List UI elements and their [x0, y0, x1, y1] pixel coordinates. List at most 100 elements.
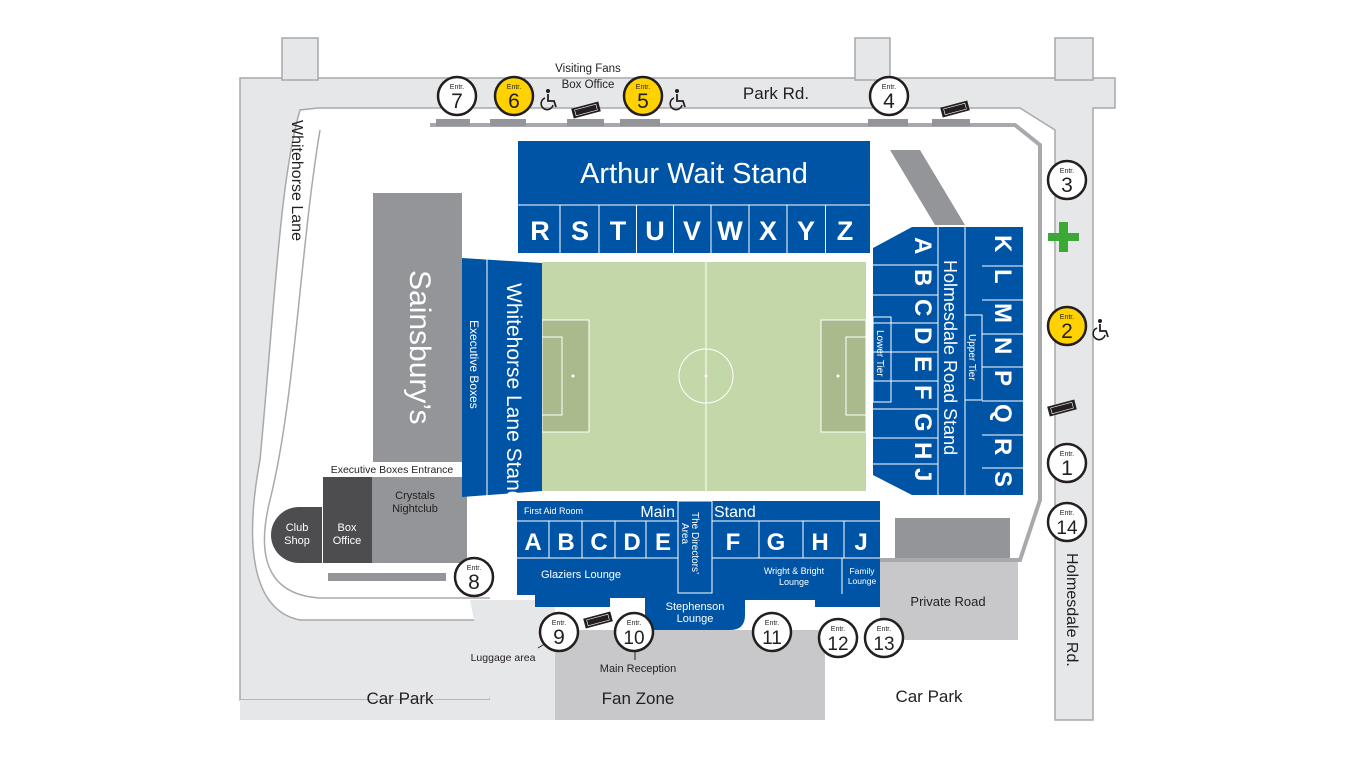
block-label[interactable]: L — [989, 269, 1016, 284]
entrance-badge[interactable] — [436, 75, 478, 117]
block-label[interactable]: M — [989, 303, 1016, 323]
entrance-8[interactable]: Entr.8 — [453, 556, 495, 598]
block-label[interactable]: X — [759, 216, 777, 246]
block-label[interactable]: U — [645, 216, 665, 246]
entrance-badge[interactable] — [868, 75, 910, 117]
sainsburys-building — [373, 193, 462, 462]
glaziers-lounge-label: Glaziers Lounge — [541, 569, 621, 581]
entrance-badge[interactable] — [1046, 501, 1088, 543]
block-label[interactable]: Z — [837, 216, 854, 246]
wheelchair-icon — [1092, 318, 1109, 341]
block-label[interactable]: Q — [989, 404, 1016, 423]
block-label[interactable]: C — [909, 299, 936, 316]
club-shop-building[interactable] — [271, 507, 322, 563]
box-office-label: Box — [338, 522, 357, 534]
road-network — [239, 77, 1116, 721]
luggage-area-label: Luggage area — [471, 652, 536, 664]
entrance-10[interactable]: Entr.10 — [613, 611, 655, 653]
entrance-number: 11 — [762, 628, 782, 649]
block-label[interactable]: H — [811, 529, 828, 556]
entrance-11[interactable]: Entr.11 — [751, 611, 793, 653]
entrance-label: Entr. — [831, 626, 845, 633]
entrance-badge[interactable] — [863, 617, 905, 659]
pitch — [541, 262, 867, 491]
block-label[interactable]: T — [610, 216, 627, 246]
entrance-5[interactable]: Entr.5 — [622, 75, 664, 117]
block-label[interactable]: N — [989, 337, 1016, 354]
entrance-badge[interactable] — [613, 611, 655, 653]
nightclub-label: Nightclub — [392, 503, 438, 515]
block-label[interactable]: S — [989, 471, 1016, 487]
block-label[interactable]: E — [655, 529, 671, 556]
block-label[interactable]: B — [557, 529, 574, 556]
block-label[interactable]: G — [767, 529, 786, 556]
entrance-badge[interactable] — [1046, 442, 1088, 484]
holmesdale-road-stand[interactable]: Lower Tier Upper Tier Holmesdale Road St… — [872, 227, 1023, 495]
entrance-badge[interactable] — [817, 617, 859, 659]
directors-area-label: The Directors’ — [689, 512, 700, 574]
entrance-label: Entr. — [1060, 510, 1074, 517]
entrance-badge[interactable] — [453, 556, 495, 598]
entrance-4[interactable]: Entr.4 — [868, 75, 910, 117]
block-label[interactable]: Y — [797, 216, 815, 246]
entrance-14[interactable]: Entr.14 — [1046, 501, 1088, 543]
block-label[interactable]: B — [909, 269, 936, 286]
entrance-number: 12 — [827, 634, 848, 655]
entrance-badge[interactable] — [622, 75, 664, 117]
entrance-1[interactable]: Entr.1 — [1046, 442, 1088, 484]
entrance-badge[interactable] — [1046, 159, 1088, 201]
fan-zone-label: Fan Zone — [602, 689, 675, 708]
block-label[interactable]: H — [909, 442, 936, 459]
block-label[interactable]: V — [683, 216, 701, 246]
block-label[interactable]: W — [717, 216, 743, 246]
block-label[interactable]: F — [726, 529, 741, 556]
entrance-label: Entr. — [882, 84, 896, 91]
entrance-9[interactable]: Entr.9 — [538, 611, 580, 653]
block-label[interactable]: S — [571, 216, 589, 246]
wright-bright-lounge-label-2: Lounge — [779, 577, 809, 587]
main-stand-label: Main — [640, 504, 675, 521]
entrance-number: 9 — [553, 626, 565, 649]
entrance-label: Entr. — [1060, 168, 1074, 175]
entrance-6[interactable]: Entr.6 — [493, 75, 535, 117]
first-aid-room-label: First Aid Room — [524, 506, 583, 516]
block-label[interactable]: A — [909, 237, 936, 254]
block-label[interactable]: G — [909, 413, 936, 432]
main-reception-label: Main Reception — [600, 663, 676, 675]
entrance-7[interactable]: Entr.7 — [436, 75, 478, 117]
main-stand[interactable]: First Aid Room Main Stand The Directors’… — [517, 500, 880, 630]
block-label[interactable]: P — [989, 370, 1016, 386]
entrance-13[interactable]: Entr.13 — [863, 617, 905, 659]
holmesdale-road-label: Holmesdale Rd. — [1063, 553, 1080, 667]
entrance-number: 2 — [1061, 320, 1073, 343]
wall — [328, 573, 446, 581]
entrance-badge[interactable] — [1046, 305, 1088, 347]
entrance-badge[interactable] — [751, 611, 793, 653]
box-office-label-2: Office — [333, 535, 362, 547]
block-label[interactable]: R — [989, 438, 1016, 455]
block-label[interactable]: J — [854, 529, 867, 556]
entrance-badge[interactable] — [538, 611, 580, 653]
block-label[interactable]: J — [909, 468, 936, 481]
block-label[interactable]: K — [989, 235, 1016, 253]
block-label[interactable]: F — [909, 385, 936, 400]
block-label[interactable]: E — [909, 356, 936, 372]
entrance-3[interactable]: Entr.3 — [1046, 159, 1088, 201]
visiting-fans-box-office-label: Box Office — [562, 79, 615, 91]
building-block — [895, 518, 1010, 560]
whitehorse-lane-stand[interactable]: Executive Boxes Whitehorse Lane Stand — [462, 258, 542, 502]
entrance-label: Entr. — [877, 626, 891, 633]
block-label[interactable]: A — [524, 529, 541, 556]
entrance-12[interactable]: Entr.12 — [817, 617, 859, 659]
main-stand-label-2: Stand — [714, 504, 756, 521]
block-label[interactable]: R — [530, 216, 550, 246]
block-label[interactable]: D — [623, 529, 640, 556]
entrance-2[interactable]: Entr.2 — [1046, 305, 1088, 347]
entrance-badge[interactable] — [493, 75, 535, 117]
block-label[interactable]: D — [909, 327, 936, 344]
box-office-building[interactable] — [323, 477, 372, 563]
block-label[interactable]: C — [590, 529, 607, 556]
arthur-wait-stand-label: Arthur Wait Stand — [580, 158, 808, 190]
